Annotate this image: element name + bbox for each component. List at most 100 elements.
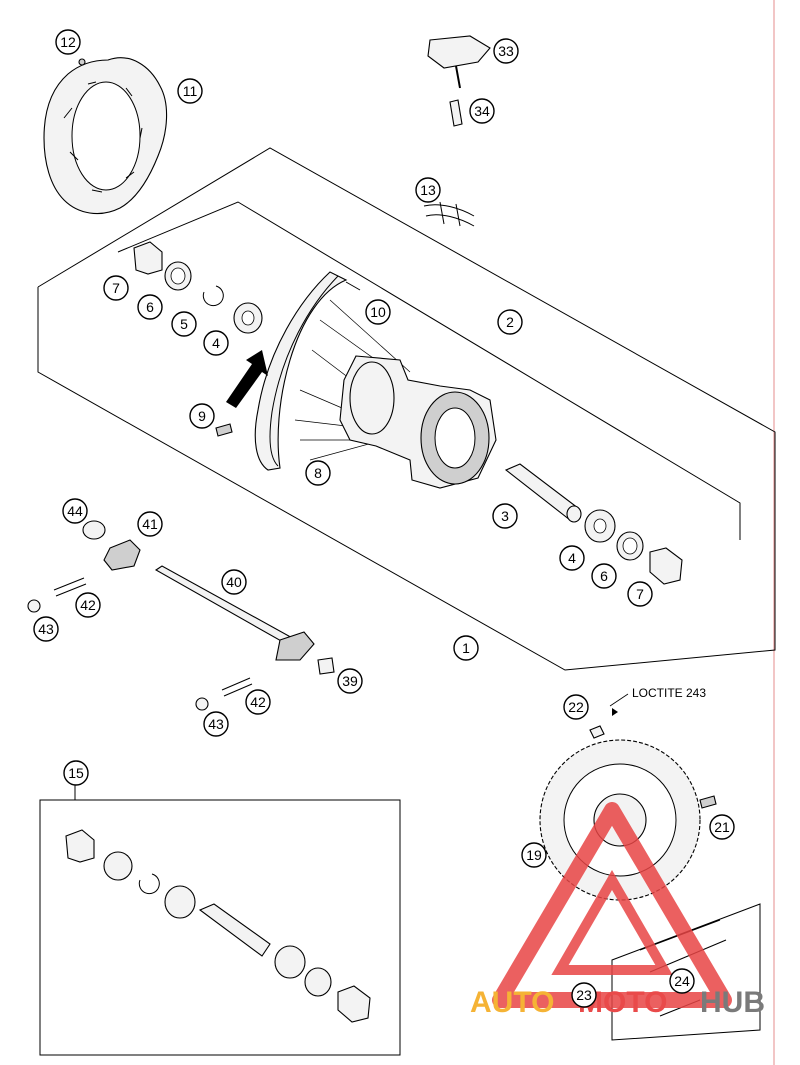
callout-number: 13 <box>420 182 436 198</box>
callout-42: 42 <box>75 592 101 618</box>
callout-circle <box>63 760 89 786</box>
callout-24: 24 <box>669 968 695 994</box>
callout-number: 44 <box>67 503 83 519</box>
callout-44: 44 <box>62 498 88 524</box>
callout-number: 8 <box>314 465 322 481</box>
hub <box>339 355 497 489</box>
callout-number: 42 <box>250 694 266 710</box>
callout-circle <box>415 177 441 203</box>
callout-circle <box>571 982 597 1008</box>
callout-circle <box>365 299 391 325</box>
callout-39: 39 <box>337 668 363 694</box>
callout-number: 6 <box>146 299 154 315</box>
callout-circle <box>591 563 617 589</box>
sprocket <box>539 708 717 901</box>
callout-number: 24 <box>674 973 690 989</box>
callout-number: 33 <box>498 43 514 59</box>
callout-number: 9 <box>198 408 206 424</box>
callout-number: 15 <box>68 765 84 781</box>
callout-13: 13 <box>415 177 441 203</box>
brake-disc <box>43 57 168 215</box>
callout-number: 7 <box>636 586 644 602</box>
callout-1: 1 <box>453 635 479 661</box>
callout-number: 19 <box>526 847 542 863</box>
callout-circle <box>469 98 495 124</box>
axle-parts <box>27 520 335 711</box>
callout-21: 21 <box>709 814 735 840</box>
callout-19: 19 <box>521 842 547 868</box>
callout-40: 40 <box>221 569 247 595</box>
disc-screw <box>78 58 86 66</box>
callout-circle <box>137 511 163 537</box>
callouts: 1211333413765410298346744414042431394243… <box>33 29 735 1008</box>
callout-6b: 6 <box>591 563 617 589</box>
callout-number: 43 <box>38 621 54 637</box>
loctite-note: LOCTITE 243 <box>632 686 706 700</box>
callout-number: 41 <box>142 516 158 532</box>
callout-number: 39 <box>342 673 358 689</box>
watermark-text-auto: AUTO <box>470 986 554 1019</box>
callout-circle <box>305 460 331 486</box>
valve-screw <box>215 423 233 437</box>
callout-circle <box>492 503 518 529</box>
callout-number: 34 <box>474 103 490 119</box>
callout-number: 22 <box>568 699 584 715</box>
callout-9: 9 <box>189 403 215 429</box>
watermark-text-hub: HUB <box>700 986 765 1019</box>
callout-number: 5 <box>180 316 188 332</box>
callout-circle <box>177 78 203 104</box>
callout-7: 7 <box>103 275 129 301</box>
callout-circle <box>709 814 735 840</box>
loctite-leader <box>609 693 629 707</box>
callout-42b: 42 <box>245 689 271 715</box>
callout-23: 23 <box>571 982 597 1008</box>
callout-circle <box>203 711 229 737</box>
callout-33: 33 <box>493 38 519 64</box>
callout-6: 6 <box>137 294 163 320</box>
callout-circle <box>337 668 363 694</box>
callout-circle <box>221 569 247 595</box>
callout-circle <box>559 545 585 571</box>
callout-number: 4 <box>212 335 220 351</box>
callout-number: 3 <box>501 508 509 524</box>
callout-circle <box>497 309 523 335</box>
callout-number: 21 <box>714 819 730 835</box>
callout-number: 10 <box>370 304 386 320</box>
callout-circle <box>55 29 81 55</box>
callout-circle <box>627 581 653 607</box>
callout-number: 40 <box>226 574 242 590</box>
callout-number: 6 <box>600 568 608 584</box>
callout-5: 5 <box>171 311 197 337</box>
callout-number: 23 <box>576 987 592 1003</box>
callout-3: 3 <box>492 503 518 529</box>
callout-circle <box>453 635 479 661</box>
direction-arrow <box>226 350 268 408</box>
callout-number: 11 <box>183 83 198 99</box>
callout-number: 43 <box>208 716 224 732</box>
right-bearing-stack <box>504 463 683 585</box>
callout-22: 22 <box>563 694 589 720</box>
callout-circle <box>103 275 129 301</box>
callout-7b: 7 <box>627 581 653 607</box>
callout-15: 15 <box>63 760 89 786</box>
callout-41: 41 <box>137 511 163 537</box>
callout-34: 34 <box>469 98 495 124</box>
callout-8: 8 <box>305 460 331 486</box>
callout-number: 4 <box>568 550 576 566</box>
callout-circle <box>33 616 59 642</box>
callout-circle <box>62 498 88 524</box>
callout-43b: 43 <box>203 711 229 737</box>
left-bearing-stack <box>133 241 263 334</box>
callout-2: 2 <box>497 309 523 335</box>
callout-number: 7 <box>112 280 120 296</box>
callout-number: 12 <box>60 34 76 50</box>
callout-4: 4 <box>203 330 229 356</box>
callout-12: 12 <box>55 29 81 55</box>
callout-circle <box>75 592 101 618</box>
rim <box>254 271 361 471</box>
callout-circle <box>493 38 519 64</box>
rim-lock-pad <box>427 35 491 127</box>
rim-lock <box>423 201 475 227</box>
callout-number: 1 <box>462 640 470 656</box>
